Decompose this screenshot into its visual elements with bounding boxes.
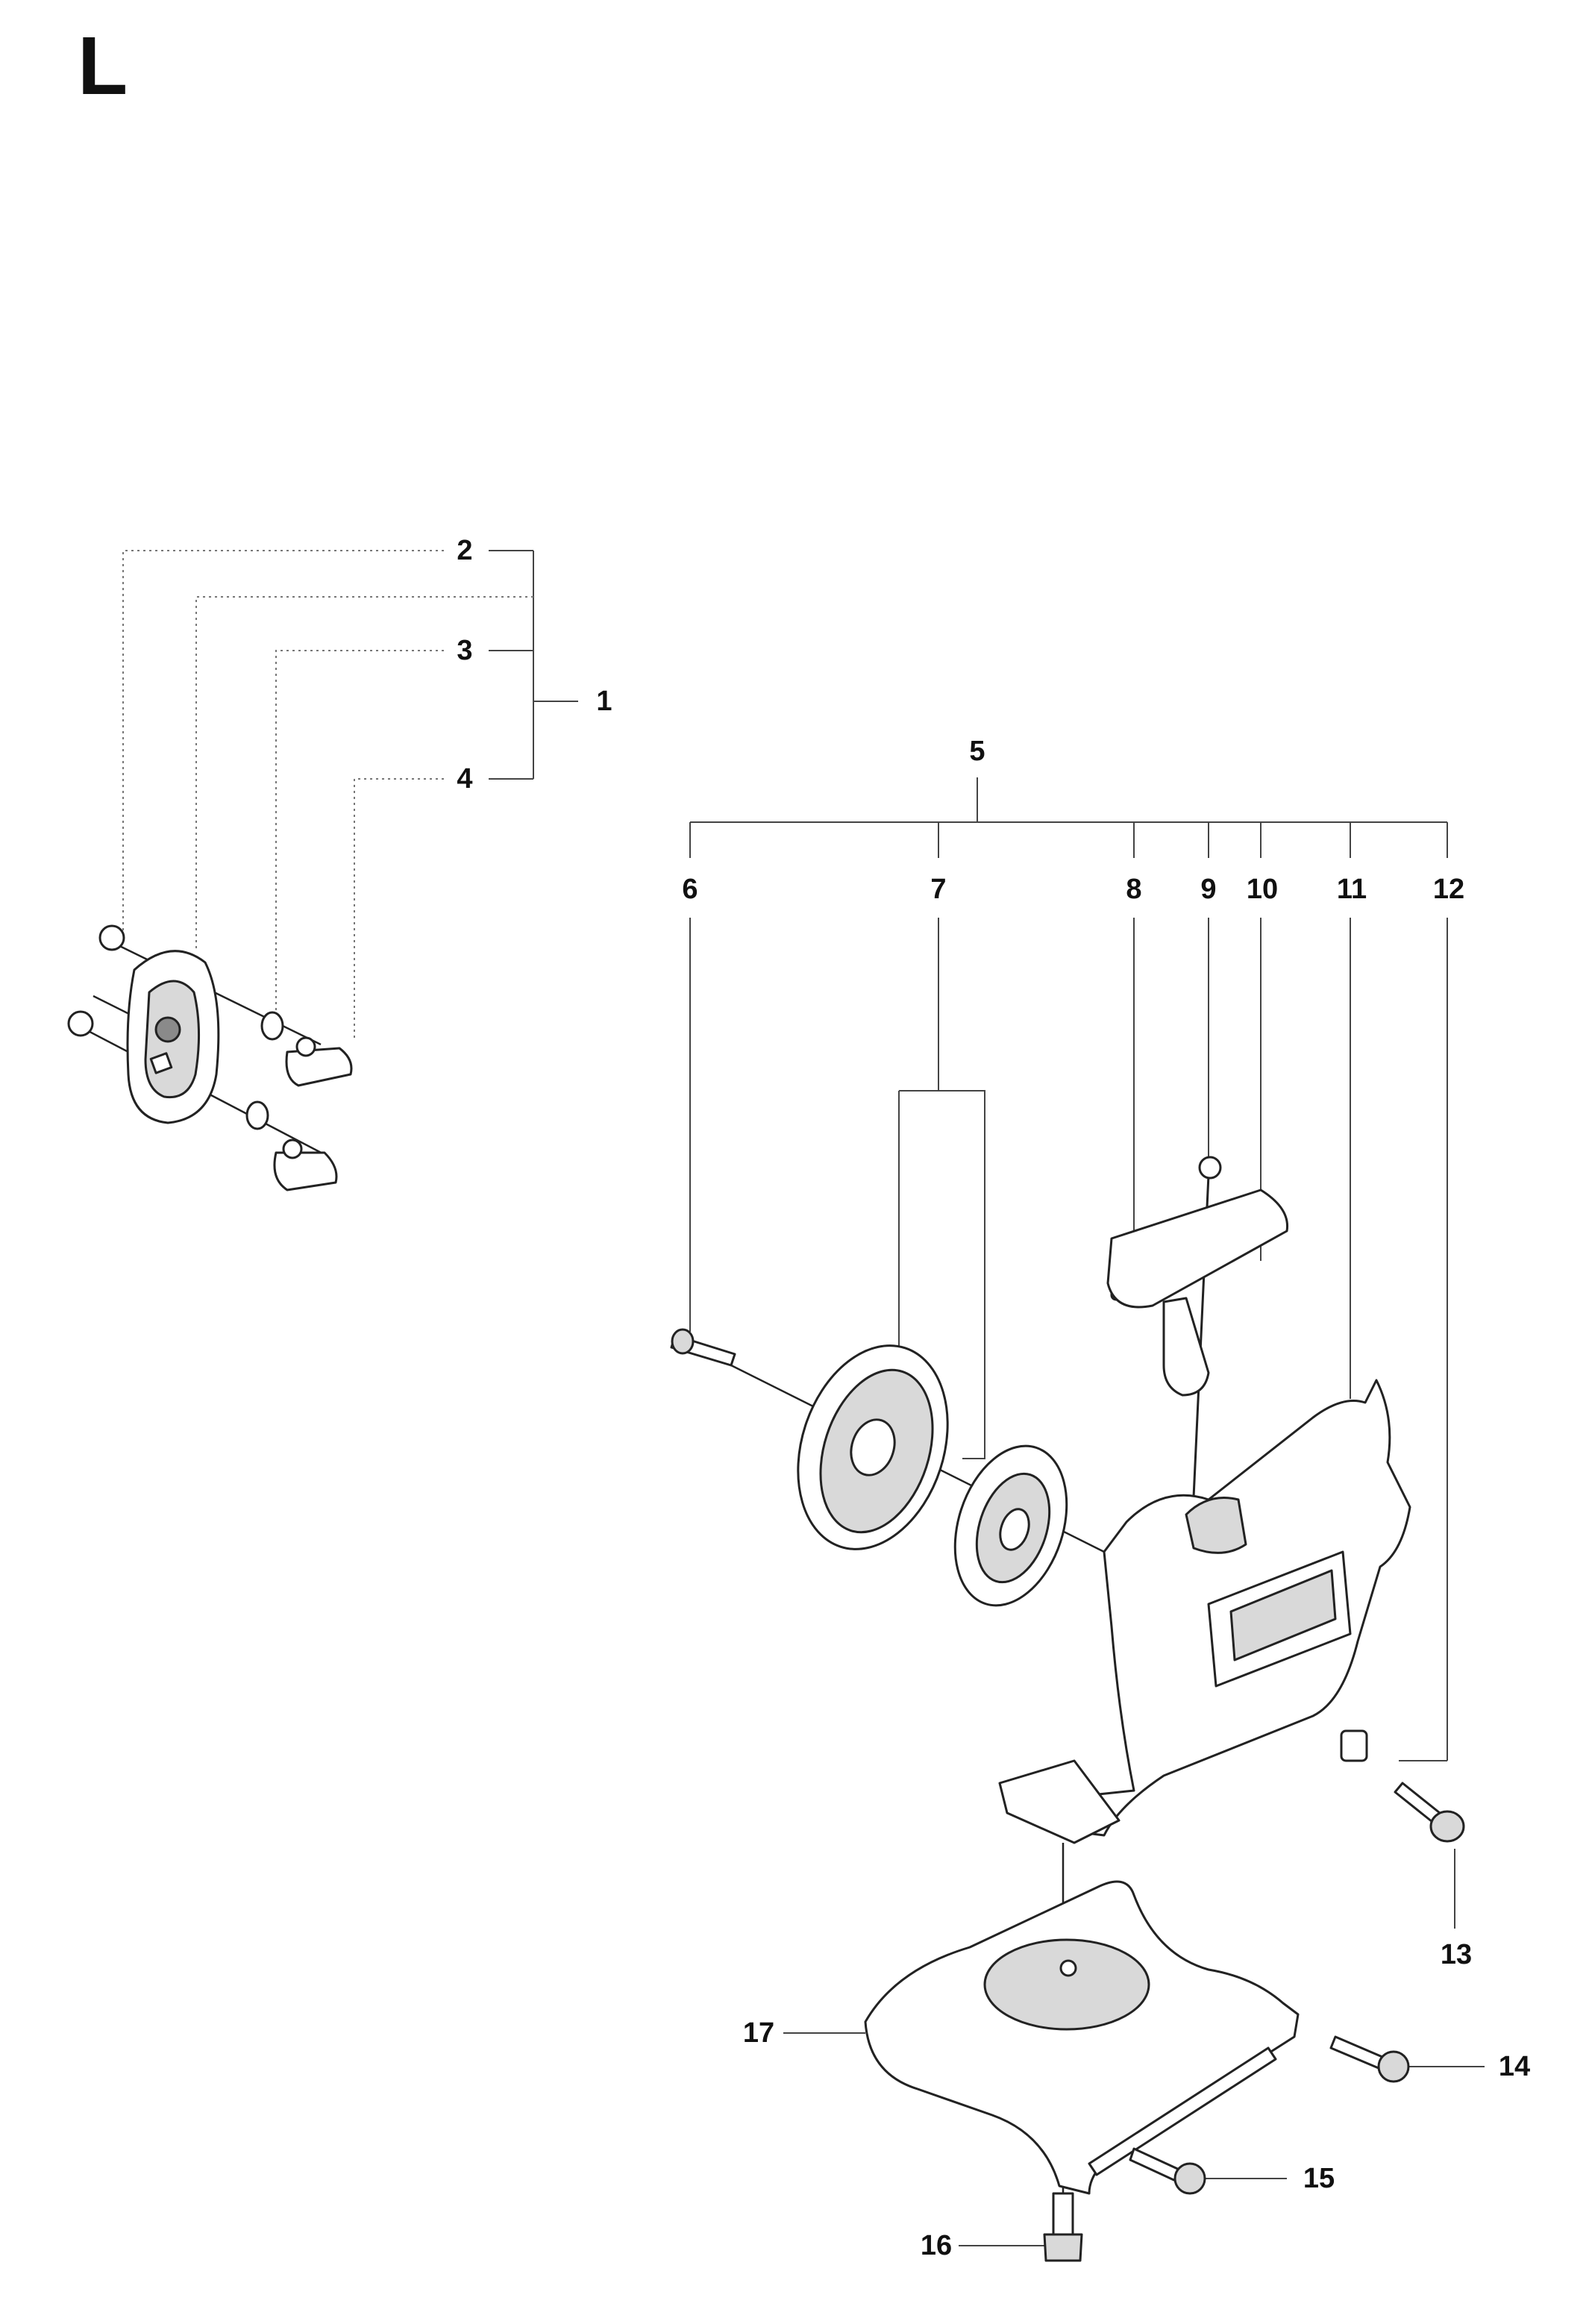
- spring-upper: [260, 1011, 284, 1041]
- pawl-lower: [273, 1151, 338, 1191]
- pawl-assembly: [67, 924, 353, 1191]
- callout-10: 10: [1246, 874, 1279, 905]
- callout-15: 15: [1303, 2163, 1335, 2194]
- leaders-group-5: [689, 777, 1485, 2246]
- starter-assembly: [670, 1156, 1465, 2262]
- leaders-group-1: [122, 550, 578, 1041]
- base-plate: [864, 1880, 1300, 2195]
- callout-5: 5: [969, 736, 985, 767]
- callout-3: 3: [457, 635, 473, 666]
- section-letter: L: [78, 20, 128, 112]
- callout-16: 16: [920, 2230, 953, 2261]
- callout-13: 13: [1440, 1939, 1473, 1970]
- callout-11: 11: [1336, 874, 1367, 905]
- callout-14: 14: [1498, 2051, 1531, 2082]
- circlip-upper: [98, 924, 125, 951]
- callout-17: 17: [742, 2017, 775, 2049]
- circlip-lower: [67, 1010, 94, 1037]
- callout-7: 7: [930, 874, 947, 905]
- callout-9: 9: [1200, 874, 1217, 905]
- callout-6: 6: [682, 874, 698, 905]
- starter-handle: [1106, 1188, 1289, 1309]
- callout-12: 12: [1432, 874, 1465, 905]
- bolt-13: [1394, 1782, 1441, 1823]
- callout-8: 8: [1126, 874, 1142, 905]
- callout-4: 4: [457, 763, 473, 795]
- bolt-16: [1052, 2192, 1074, 2240]
- spring-lower: [245, 1100, 269, 1130]
- callout-1: 1: [596, 686, 612, 717]
- pawl-upper: [285, 1047, 353, 1087]
- spacer-12: [1340, 1729, 1368, 1762]
- callout-2: 2: [457, 535, 473, 566]
